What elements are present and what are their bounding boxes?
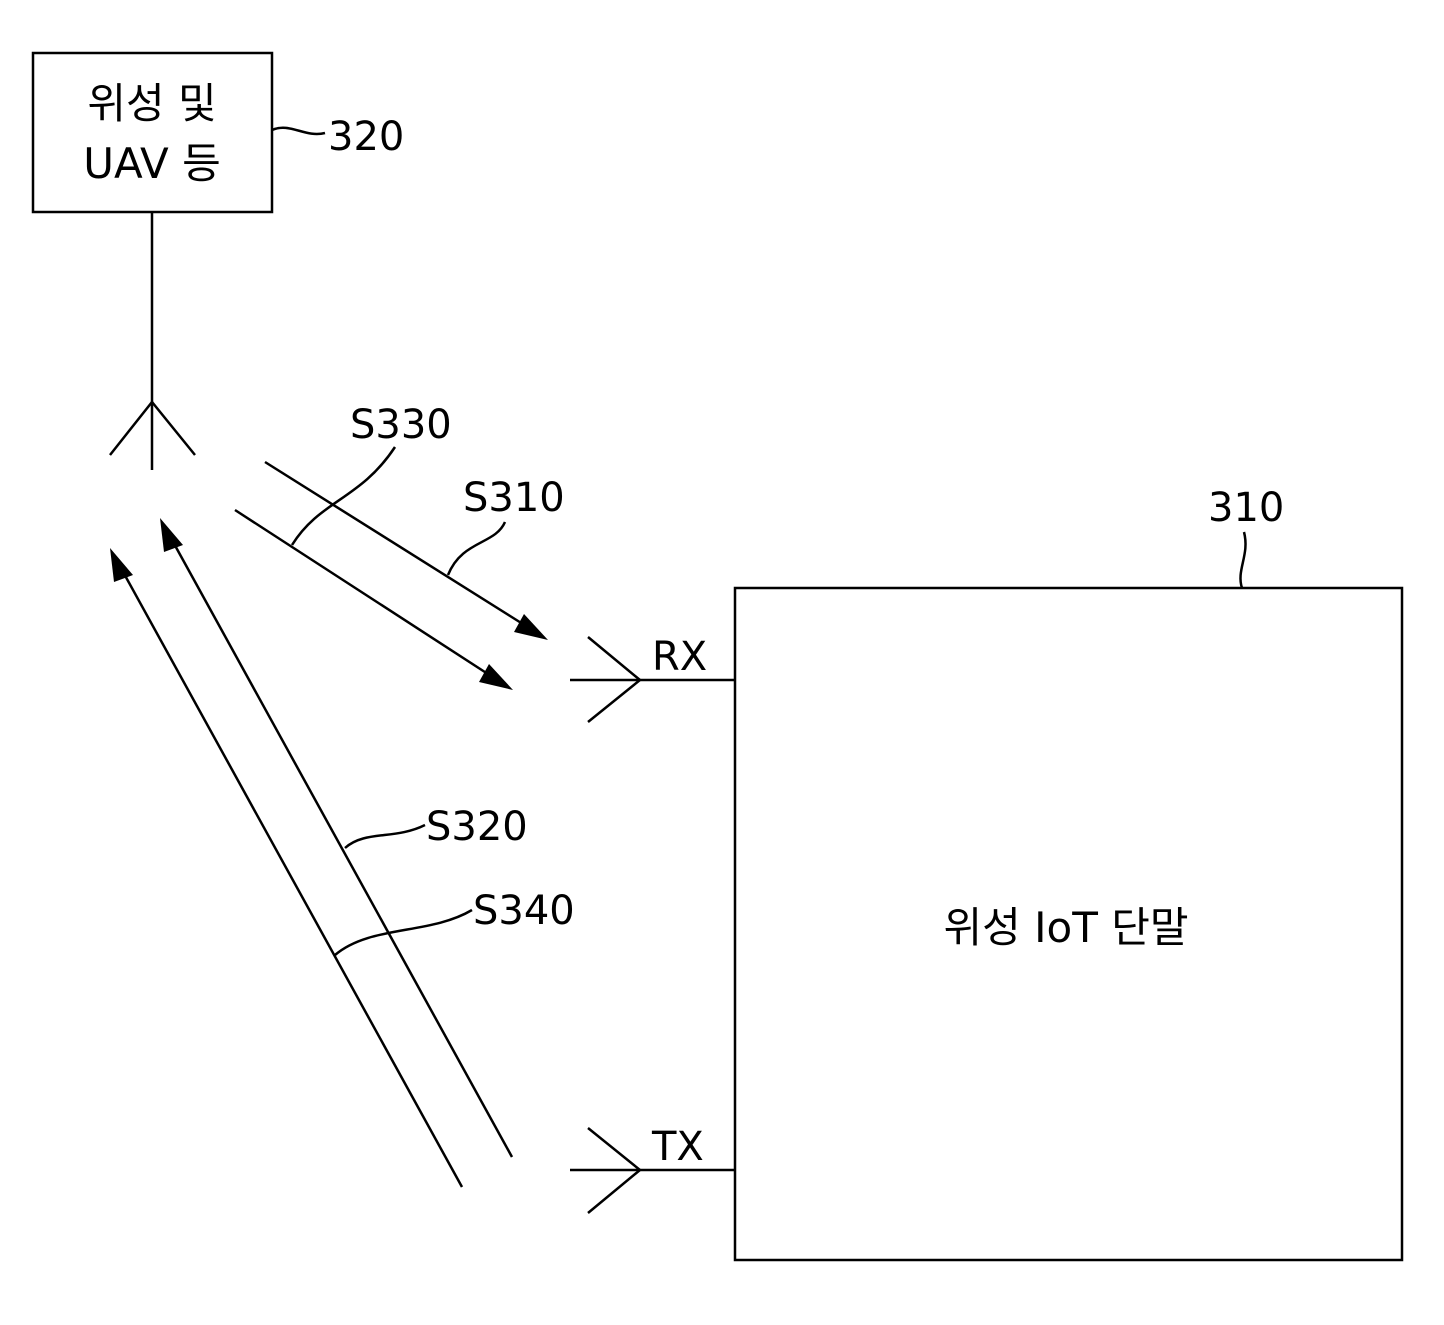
- node-320-line1: 위성 및: [87, 79, 216, 128]
- s330-leader: [290, 446, 397, 546]
- node-320-line2: UAV 등: [83, 139, 221, 188]
- s320-leader: [344, 823, 426, 849]
- arrowhead-s320: [160, 518, 183, 552]
- s310-leader: [446, 521, 507, 576]
- label-s340: S340: [473, 888, 575, 934]
- arrowhead-s340: [110, 548, 133, 582]
- label-s330: S330: [350, 402, 452, 448]
- label-s310: S310: [463, 475, 565, 521]
- rx-label: RX: [652, 634, 707, 680]
- antenna-icon: [109, 400, 196, 456]
- ref-310-leader: [1239, 531, 1247, 589]
- arrowhead-s330: [479, 664, 513, 690]
- ref-310: 310: [1208, 485, 1284, 531]
- arrow-s310: [264, 460, 527, 628]
- node-310-box: [733, 586, 1404, 1262]
- arrowhead-s310: [514, 614, 548, 640]
- ref-320-leader: [271, 126, 326, 136]
- arrow-s330: [234, 508, 492, 678]
- arrow-s320: [170, 539, 514, 1158]
- tx-label: TX: [651, 1124, 704, 1170]
- node-320-box: [31, 51, 274, 214]
- node-310-label: 위성 IoT 단말: [944, 903, 1189, 952]
- label-s320: S320: [426, 804, 528, 850]
- ref-320: 320: [328, 114, 404, 160]
- s340-leader: [334, 908, 473, 956]
- arrow-s340: [120, 569, 464, 1188]
